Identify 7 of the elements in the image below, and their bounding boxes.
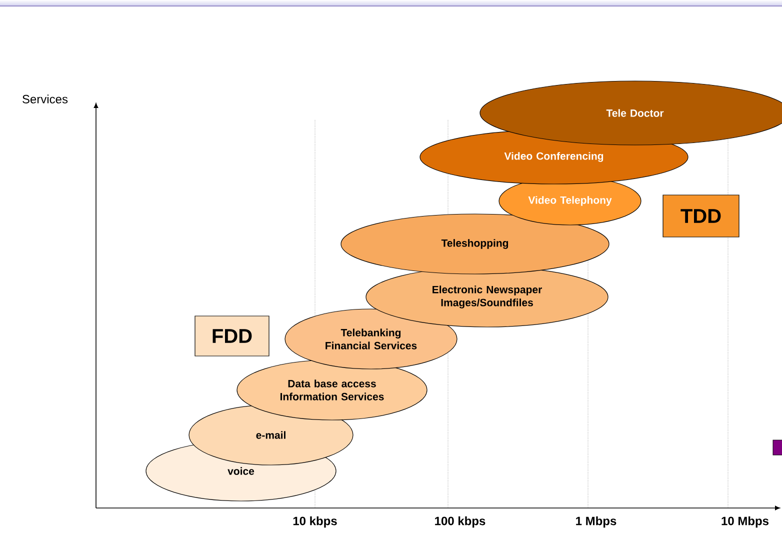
tick-label: 1 Mbps [576, 516, 616, 528]
tick-label: 10 kbps [293, 516, 337, 528]
mode-box: FDD [194, 316, 270, 356]
tick-label: 100 kbps [435, 516, 486, 528]
tick-label: 10 Mbps [722, 516, 768, 528]
mode-box: TDD [662, 194, 740, 238]
axis-title: Services [22, 94, 68, 104]
